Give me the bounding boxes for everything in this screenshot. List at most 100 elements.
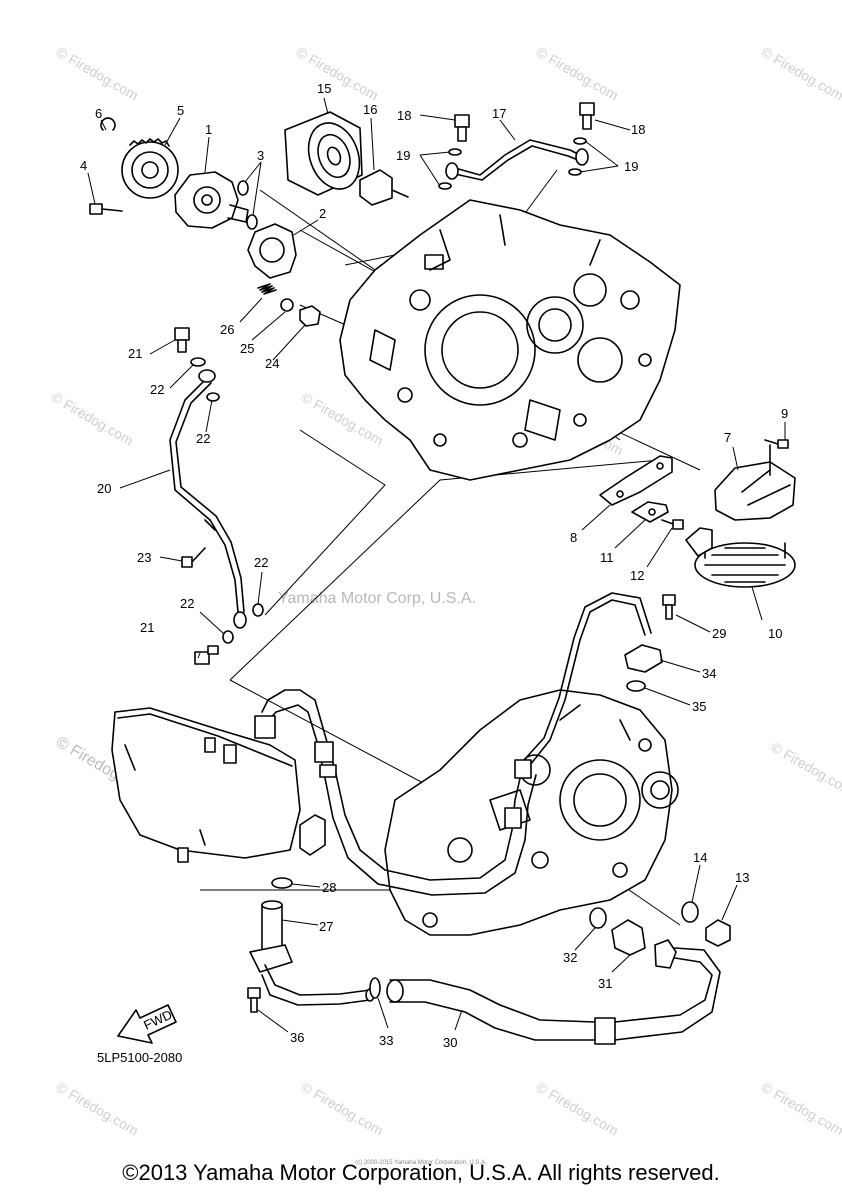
washer-19 [573, 137, 587, 145]
gasket-8 [599, 455, 673, 506]
firedog-watermark: © Firedog.com [294, 44, 382, 104]
o-ring-3a [237, 180, 249, 196]
ball-25 [280, 298, 294, 312]
spring-26 [257, 283, 277, 295]
fwd-arrow: FWD [117, 1004, 177, 1044]
gasket-2 [247, 223, 297, 279]
callout-4: 4 [80, 158, 87, 173]
diagram-code: 5LP5100-2080 [97, 1050, 182, 1065]
callout-30: 30 [443, 1035, 457, 1050]
union-bolt-21b [194, 645, 219, 665]
callout-33: 33 [379, 1033, 393, 1048]
circlip [100, 117, 116, 131]
oil-tank [111, 707, 326, 863]
firedog-watermark: © Firedog.com [534, 44, 622, 104]
callout-22c: 22 [254, 555, 268, 570]
washer-19 [568, 168, 582, 176]
callout-32: 32 [563, 950, 577, 965]
pump-drive-gear [121, 138, 179, 199]
callout-35: 35 [692, 699, 706, 714]
callout-18b: 18 [631, 122, 645, 137]
callout-22d: 22 [180, 596, 194, 611]
callout-21a: 21 [128, 346, 142, 361]
callout-34: 34 [702, 666, 716, 681]
footer-fineprint: (c) 2000-2015 Yamaha Motor Corporation, … [355, 1160, 487, 1166]
callout-9: 9 [781, 406, 788, 421]
leader-lines [87, 97, 786, 1033]
callout-18a: 18 [397, 108, 411, 123]
strainer-cover-7 [714, 444, 796, 521]
footer-copyright: ©2013 Yamaha Motor Corporation, U.S.A. A… [122, 1160, 720, 1185]
callout-19b: 19 [624, 159, 638, 174]
callout-25: 25 [240, 341, 254, 356]
union-bolt-18b [579, 102, 595, 130]
callout-1: 1 [205, 122, 212, 137]
washer-19 [438, 182, 452, 190]
pipe-27 [249, 900, 375, 1006]
o-ring-28 [271, 877, 293, 889]
union-bolt-18a [454, 114, 470, 142]
callout-3: 3 [257, 148, 264, 163]
return-pipe-upper [523, 592, 652, 766]
union-bolt-21a [174, 327, 190, 353]
callout-24: 24 [265, 356, 279, 371]
clamp-33 [369, 977, 381, 999]
plate-11 [631, 501, 669, 523]
oil-pump [174, 171, 249, 229]
firedog-watermark: © Firedog.com [759, 44, 842, 104]
callout-11: 11 [600, 550, 614, 565]
callout-14: 14 [693, 850, 707, 865]
callout-22a: 22 [150, 382, 164, 397]
watermarks: © Firedog.com © Firedog.com © Firedog.co… [49, 44, 842, 1139]
callout-2: 2 [319, 206, 326, 221]
callout-27: 27 [319, 919, 333, 934]
washer-22 [206, 392, 220, 402]
plug-24 [299, 305, 321, 327]
callout-22b: 22 [196, 431, 210, 446]
callout-8: 8 [570, 530, 577, 545]
bolt-29 [662, 594, 676, 620]
callout-5: 5 [177, 103, 184, 118]
callout-16: 16 [363, 102, 377, 117]
bolt-12 [661, 519, 684, 530]
callout-26: 26 [220, 322, 234, 337]
callout-10: 10 [768, 626, 782, 641]
firedog-watermark: © Firedog.com [534, 1079, 622, 1139]
washer-22 [190, 357, 206, 367]
oil-strainer-10 [685, 527, 796, 588]
washer-14 [681, 901, 699, 923]
callout-20: 20 [97, 481, 111, 496]
callout-29: 29 [712, 626, 726, 641]
bolt-4 [89, 203, 123, 215]
callout-31: 31 [598, 976, 612, 991]
callout-6: 6 [95, 106, 102, 121]
callout-28: 28 [322, 880, 336, 895]
o-ring-35 [626, 680, 646, 692]
washer-22 [252, 603, 264, 617]
firedog-watermark: © Firedog.com [759, 1079, 842, 1139]
callouts: 1 2 3 4 5 6 7 8 9 10 11 12 13 14 15 16 1… [80, 81, 788, 1050]
firedog-watermark: © Firedog.com [769, 739, 842, 799]
washer-32 [589, 907, 607, 929]
hose-lines [254, 689, 537, 896]
callout-23: 23 [137, 550, 151, 565]
oil-delivery-pipe [445, 139, 589, 181]
oil-pipe-20 [169, 369, 247, 629]
drain-bolt-13 [705, 919, 731, 947]
callout-21b: 21 [140, 620, 154, 635]
center-watermark: Yamaha Motor Corp, U.S.A. [278, 590, 476, 607]
screw-9 [764, 439, 789, 449]
callout-13: 13 [735, 870, 749, 885]
callout-7: 7 [724, 430, 731, 445]
callout-19a: 19 [396, 148, 410, 163]
crankcase-lower [384, 689, 679, 936]
washer-19 [448, 148, 462, 156]
oil-filter [284, 111, 363, 196]
filter-union-bolt [359, 169, 409, 206]
callout-15: 15 [317, 81, 331, 96]
firedog-watermark: © Firedog.com [299, 1079, 387, 1139]
washer-22 [222, 630, 234, 644]
firedog-watermark: © Firedog.com [49, 389, 137, 449]
crankcase-upper [339, 199, 681, 481]
